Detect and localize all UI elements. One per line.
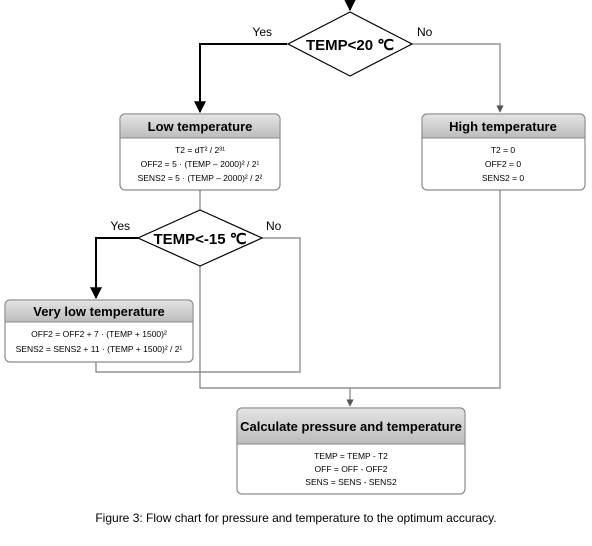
- low-temp-line-1: T2 = dT² / 2³¹: [175, 145, 225, 155]
- merge-line-left: [199, 266, 350, 389]
- decision-diamond-2: [136, 209, 264, 267]
- connectors: [90, 0, 504, 407]
- calculate-line-3: SENS = SENS - SENS2: [305, 477, 397, 487]
- calculate-title: Calculate pressure and temperature: [240, 419, 462, 434]
- low-temp-title: Low temperature: [148, 119, 253, 134]
- decision-temp-below-minus-15: TEMP<-15 ℃: [136, 209, 264, 267]
- figure-caption: Figure 3: Flow chart for pressure and te…: [95, 511, 496, 525]
- merge-line-right: [350, 190, 501, 389]
- high-temp-line-2: OFF2 = 0: [485, 159, 521, 169]
- very-low-temperature-box: Very low temperature OFF2 = OFF2 + 7 · (…: [4, 299, 194, 363]
- low-temp-line-3: SENS2 = 5 · (TEMP – 2000)² / 2²: [138, 173, 263, 183]
- yes-arrow-2: [90, 237, 138, 300]
- decision-label: TEMP<20 ℃: [306, 37, 394, 54]
- high-temp-header: [421, 113, 586, 139]
- high-temp-line-1: T2 = 0: [491, 145, 516, 155]
- very-low-temp-title: Very low temperature: [33, 304, 165, 319]
- very-low-temp-line-1: OFF2 = OFF2 + 7 · (TEMP + 1500)²: [31, 329, 167, 339]
- no-arrow-1: [412, 43, 504, 113]
- no-label-1: No: [417, 25, 433, 39]
- low-temperature-box: Low temperature T2 = dT² / 2³¹ OFF2 = 5 …: [119, 113, 281, 191]
- very-low-merge-line: [95, 362, 200, 373]
- calculate-line-1: TEMP = TEMP - T2: [314, 451, 388, 461]
- high-temp-line-3: SENS2 = 0: [482, 173, 525, 183]
- high-temperature-box: High temperature T2 = 0 OFF2 = 0 SENS2 =…: [421, 113, 586, 191]
- high-temp-title: High temperature: [449, 119, 557, 134]
- decision-temp-below-20: TEMP<20 ℃: [286, 11, 414, 77]
- yes-label-1: Yes: [252, 25, 272, 39]
- very-low-temp-line-2: SENS2 = SENS2 + 11 · (TEMP + 1500)² / 2¹: [16, 344, 183, 354]
- very-low-temp-header: [4, 299, 194, 323]
- calculate-line-2: OFF = OFF - OFF2: [315, 464, 388, 474]
- calculate-header: [236, 407, 466, 445]
- low-temp-line-2: OFF2 = 5 · (TEMP – 2000)² / 2¹: [141, 159, 260, 169]
- decision-label-2: TEMP<-15 ℃: [153, 231, 246, 248]
- calculate-box: Calculate pressure and temperature TEMP …: [236, 407, 466, 495]
- low-temp-header: [119, 113, 281, 139]
- decision-diamond: [286, 11, 414, 77]
- no-line-2: [200, 237, 301, 373]
- yes-label-2: Yes: [110, 219, 130, 233]
- no-label-2: No: [266, 219, 282, 233]
- yes-arrow-1: [194, 43, 287, 114]
